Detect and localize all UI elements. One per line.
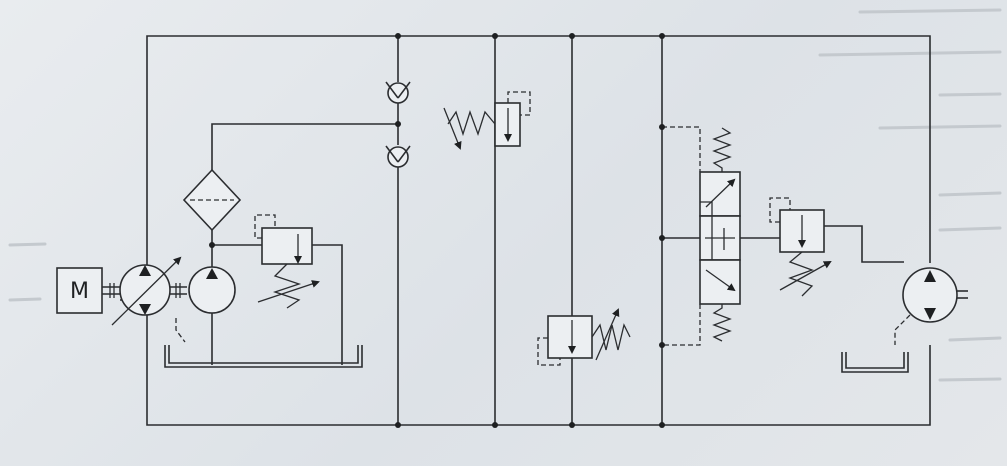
variable-pump-motor <box>111 256 187 326</box>
relief-valve-upper <box>443 36 531 425</box>
tank-right <box>841 352 909 373</box>
check-valve-upper <box>385 36 411 104</box>
check-valve-lower <box>385 103 411 425</box>
background-page-text <box>8 8 1002 382</box>
hydraulic-motor <box>894 267 968 345</box>
fixed-pump <box>188 245 236 365</box>
drain-line <box>175 318 186 343</box>
pump-relief-valve <box>212 214 343 365</box>
electric-motor: M <box>56 267 120 314</box>
tank-left <box>164 345 363 368</box>
directional-control-valve <box>661 36 780 425</box>
junction-dots <box>209 33 665 428</box>
motor-label: M <box>70 279 89 304</box>
pressure-reducing-valve <box>769 197 904 297</box>
filter <box>182 123 398 245</box>
relief-valve-lower <box>537 36 631 425</box>
